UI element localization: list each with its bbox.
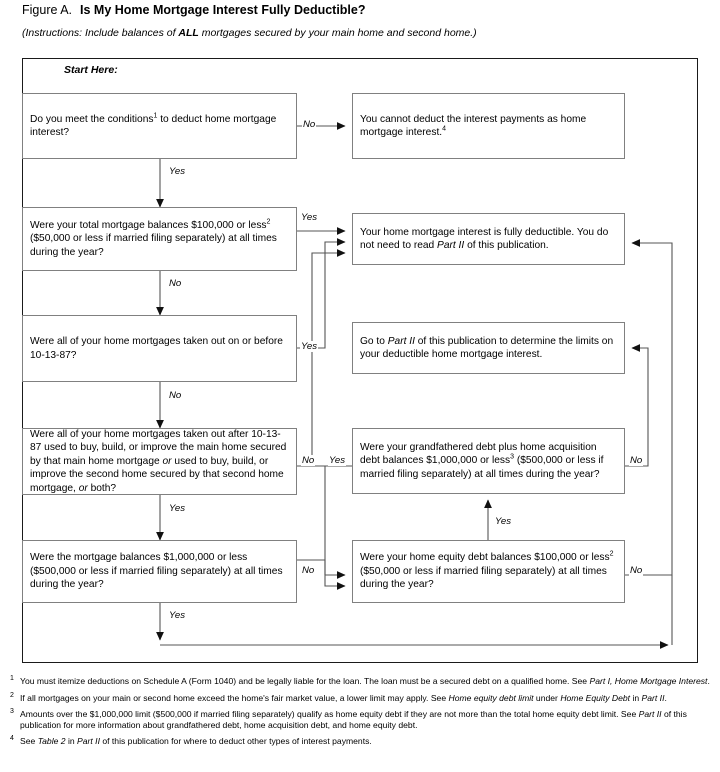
edge-label-q1-yes: Yes <box>168 166 187 177</box>
start-here-label: Start Here: <box>64 64 118 76</box>
edge-label-q3-yes: Yes <box>300 341 319 352</box>
node-q7-t2: ($50,000 or less if married filing separ… <box>360 565 607 591</box>
node-q4-t1: Were all of your home mortgages taken ou… <box>30 428 287 467</box>
node-q5-text: Were your grandfathered debt plus home a… <box>353 441 624 481</box>
footnote-4-t3: of this publication for where to deduct … <box>99 736 372 747</box>
node-q4-em: or <box>162 455 172 467</box>
node-r1-t1: You cannot deduct the interest payments … <box>360 113 587 138</box>
node-q4-em2: or <box>78 482 88 494</box>
node-q5[interactable]: Were your grandfathered debt plus home a… <box>352 428 625 494</box>
instructions-emphasis: ALL <box>178 27 199 39</box>
footnote-2-t1: If all mortgages on your main or second … <box>20 692 449 703</box>
footnote-2-t2: under <box>533 692 561 703</box>
node-r2-t1: Your home mortgage interest is fully ded… <box>360 226 609 251</box>
node-q2-sup: 2 <box>266 218 271 226</box>
footnote-2-em: Home equity debt limit <box>448 692 534 703</box>
node-r1[interactable]: You cannot deduct the interest payments … <box>352 93 625 159</box>
node-r3-em: Part II <box>387 335 415 347</box>
footnote-2-em3: Part II <box>641 692 665 703</box>
edge-label-q4-no: No <box>301 455 316 466</box>
footnote-3-t1: Amounts over the $1,000,000 limit ($500,… <box>20 709 639 720</box>
edge-label-q4-yes: Yes <box>168 503 187 514</box>
footnote-2-num: 2 <box>10 691 14 699</box>
node-q5-t2: ($500,000 or less if married filing sepa… <box>360 455 604 480</box>
edge-label-q2-no: No <box>168 278 183 289</box>
footnote-4-t2: in <box>65 736 78 747</box>
node-q7-sup: 2 <box>609 551 614 558</box>
node-r2-text: Your home mortgage interest is fully ded… <box>353 226 624 253</box>
edge-label-q7-no: No <box>629 565 644 576</box>
figure-instructions: (Instructions: Include balances of ALL m… <box>22 27 712 39</box>
node-q4-t2: used to buy, build, or improve the secon… <box>30 455 284 494</box>
footnote-3-em: Part II <box>638 709 662 720</box>
footnote-1: 1 You must itemize deductions on Schedule… <box>10 675 710 687</box>
footnote-2-em2: Home Equity Debt <box>560 692 631 703</box>
edge-label-q6-yes: Yes <box>168 610 187 621</box>
node-q2-text: Were your total mortgage balances $100,0… <box>23 219 296 259</box>
edge-label-q7-yes: Yes <box>494 516 513 527</box>
node-q1-t1: Do you meet the conditions <box>30 113 154 125</box>
edge-label-q3-no: No <box>168 390 183 401</box>
footnote-2-t3: in <box>630 692 642 703</box>
page-title: Is My Home Mortgage Interest Fully Deduc… <box>80 3 366 17</box>
node-q5-t1: Were your grandfathered debt plus home a… <box>360 441 597 467</box>
footnote-4: 4 See Table 2 in Part II of this publicat… <box>10 735 710 747</box>
node-r3-t1: Go to <box>360 335 388 347</box>
node-q6-text: Were the mortgage balances $1,000,000 or… <box>23 551 296 591</box>
instructions-pre: (Instructions: Include balances of <box>22 27 179 39</box>
footnotes: 1 You must itemize deductions on Schedule… <box>10 675 710 753</box>
node-q7-t1: Were your home equity debt balances $100… <box>360 552 610 564</box>
node-q7[interactable]: Were your home equity debt balances $100… <box>352 540 625 603</box>
edge-label-q5-no: No <box>629 455 644 466</box>
footnote-1-num: 1 <box>10 675 14 682</box>
node-q6-t1: Were the mortgage balances $1,000,000 or… <box>30 552 283 591</box>
node-r3-t2: of this publication to determine the lim… <box>360 335 614 360</box>
instructions-post: mortgages secured by your main home and … <box>198 27 477 39</box>
edge-label-q6-no: No <box>301 565 316 576</box>
node-r3[interactable]: Go to Part II of this publication to det… <box>352 322 625 374</box>
footnote-3-num: 3 <box>10 708 14 716</box>
figure-label: Figure A. <box>22 3 73 17</box>
node-q2[interactable]: Were your total mortgage balances $100,0… <box>22 207 297 271</box>
node-r3-text: Go to Part II of this publication to det… <box>353 335 624 362</box>
node-r2-t2: of this publication. <box>464 240 549 251</box>
footnote-1-t1: You must itemize deductions on Schedule … <box>20 676 590 686</box>
footnote-3-t2: of this publication for more information… <box>20 709 687 730</box>
node-q1-text: Do you meet the conditions1 to deduct ho… <box>23 112 296 140</box>
node-q7-text: Were your home equity debt balances $100… <box>353 551 624 591</box>
node-q1[interactable]: Do you meet the conditions1 to deduct ho… <box>22 93 297 159</box>
node-q1-t2: to deduct home mortgage interest? <box>30 113 277 138</box>
edge-label-q1-no: No <box>302 119 317 130</box>
node-q3-t1: Were all of your home mortgages taken ou… <box>30 336 283 361</box>
node-q4-text: Were all of your home mortgages taken ou… <box>23 428 296 495</box>
node-q1-sup: 1 <box>153 112 158 120</box>
node-r2[interactable]: Your home mortgage interest is fully ded… <box>352 213 625 265</box>
footnote-4-em2: Part II <box>77 736 100 747</box>
node-q5-sup: 3 <box>510 453 514 461</box>
node-r2-em: Part II <box>437 240 465 251</box>
footnote-3: 3 Amounts over the $1,000,000 limit ($500… <box>10 708 710 730</box>
edge-label-q2-yes: Yes <box>300 212 319 223</box>
footnote-4-em: Table 2 <box>37 736 66 747</box>
edge-label-q5-yes: Yes <box>328 455 347 466</box>
footnote-1-t2: . <box>707 676 710 686</box>
node-q3-text: Were all of your home mortgages taken ou… <box>23 335 296 362</box>
footnote-4-num: 4 <box>10 735 14 743</box>
node-r1-text: You cannot deduct the interest payments … <box>353 113 624 140</box>
footnote-2: 2 If all mortgages on your main or second… <box>10 691 710 704</box>
footnote-2-t4: . <box>664 692 667 703</box>
figure-heading: Figure A. Is My Home Mortgage Interest Fu… <box>22 3 702 23</box>
node-q3[interactable]: Were all of your home mortgages taken ou… <box>22 315 297 382</box>
node-q2-t1: Were your total mortgage balances $100,0… <box>30 219 267 231</box>
node-q4[interactable]: Were all of your home mortgages taken ou… <box>22 428 297 495</box>
node-q6[interactable]: Were the mortgage balances $1,000,000 or… <box>22 540 297 603</box>
node-q2-t2: ($50,000 or less if married filing separ… <box>30 233 277 258</box>
footnote-1-em: Part I, Home Mortgage Interest <box>589 676 708 686</box>
node-r1-sup: 4 <box>442 125 447 133</box>
footnote-4-t1: See <box>20 736 38 747</box>
node-q4-t3: both? <box>87 482 117 494</box>
